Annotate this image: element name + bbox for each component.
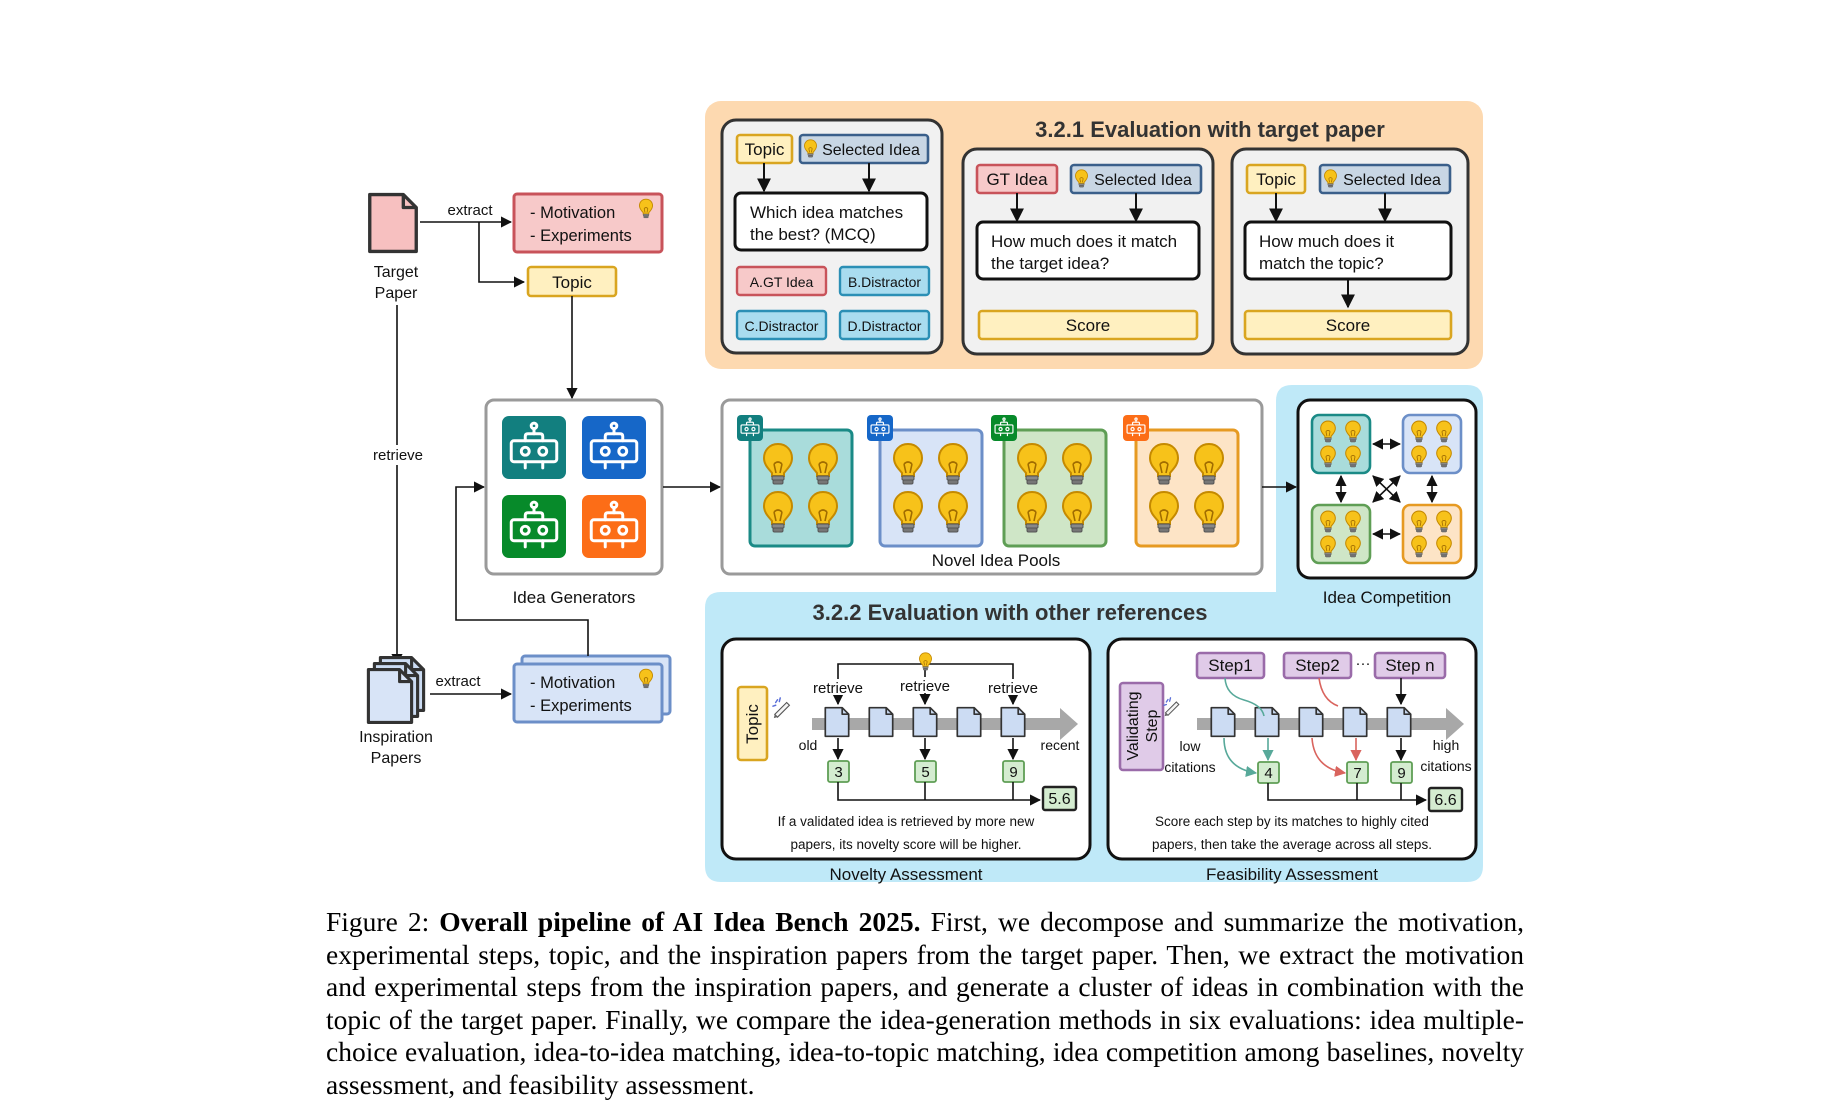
paper-icon: [368, 192, 418, 254]
paper-icon: [912, 706, 938, 738]
novelty-retrieve-1: retrieve: [813, 680, 863, 697]
idea-generators: Idea Generators: [484, 398, 664, 607]
idea-match-question-1: How much does it match: [991, 232, 1177, 251]
idea-match-selected-tag: Selected Idea: [1094, 172, 1192, 189]
feasibility-result: 6.6: [1434, 792, 1456, 809]
novelty-result: 5.6: [1048, 791, 1070, 808]
feasibility-label: Feasibility Assessment: [1206, 865, 1378, 884]
eval-references-title: 3.2.2 Evaluation with other references: [813, 600, 1208, 625]
feasibility-note-1: Score each step by its matches to highly…: [1155, 814, 1429, 829]
novelty-recent-label: recent: [1041, 737, 1080, 753]
target-motivation-text: - Motivation: [530, 204, 615, 222]
paper-icon: [1000, 706, 1026, 738]
paper-icon: [1254, 706, 1280, 738]
novel-idea-pools: Novel Idea Pools: [720, 398, 1264, 576]
mcq-question-2: the best? (MCQ): [750, 225, 876, 244]
idea-match-score: Score: [1066, 316, 1110, 335]
figure-caption: Figure 2: Overall pipeline of AI Idea Be…: [326, 906, 1524, 1101]
mcq-option-c: C.Distractor: [745, 318, 819, 334]
novelty-note-1: If a validated idea is retrieved by more…: [778, 814, 1035, 829]
target-paper-label-1: Target: [374, 264, 419, 281]
mcq-question-1: Which idea matches: [750, 203, 903, 222]
feasibility-count-2: 7: [1353, 765, 1361, 782]
topic-match-panel: Topic Selected Idea How much does it mat…: [1230, 147, 1470, 356]
novelty-retrieve-3: retrieve: [988, 680, 1038, 697]
feasibility-count-1: 4: [1264, 765, 1272, 782]
step-1-tag: Step1: [1208, 656, 1252, 675]
target-motivation-box: - Motivation - Experiments: [512, 192, 664, 254]
novelty-count-2: 5: [921, 764, 929, 781]
novelty-panel: Topic retrieve retrieve retrieve old rec…: [720, 637, 1092, 861]
idea-match-panel: GT Idea Selected Idea How much does it m…: [961, 147, 1215, 356]
topic-match-question-1: How much does it: [1259, 232, 1394, 251]
low-citations-2: citations: [1164, 759, 1215, 775]
mcq-selected-tag: Selected Idea: [822, 142, 920, 159]
mcq-option-d: D.Distractor: [848, 318, 922, 334]
target-paper: Target Paper: [368, 192, 419, 302]
low-citations-1: low: [1179, 738, 1201, 754]
idea-generators-label: Idea Generators: [513, 588, 636, 607]
mcq-option-a: A.GT Idea: [750, 274, 814, 290]
idea-competition-label: Idea Competition: [1323, 588, 1452, 607]
paper-icon: [824, 706, 850, 738]
mcq-topic-tag: Topic: [745, 140, 785, 159]
validating-step-1: Validating: [1125, 691, 1142, 760]
caption-prefix: Figure 2:: [326, 906, 440, 937]
novel-idea-pools-label: Novel Idea Pools: [932, 551, 1061, 570]
inspiration-experiments-text: - Experiments: [530, 697, 632, 715]
gt-idea-tag: GT Idea: [986, 170, 1048, 189]
topic-text: Topic: [552, 273, 592, 292]
inspiration-papers: Inspiration Papers: [359, 656, 433, 767]
target-paper-label-2: Paper: [375, 285, 418, 302]
paper-icon: [1298, 706, 1324, 738]
novelty-topic-tag: Topic: [743, 704, 762, 744]
topic-match-question-2: match the topic?: [1259, 254, 1384, 273]
target-experiments-text: - Experiments: [530, 227, 632, 245]
step-2-tag: Step2: [1295, 656, 1339, 675]
novelty-count-3: 9: [1009, 764, 1017, 781]
paper-icon: [366, 668, 414, 724]
novelty-old-label: old: [799, 737, 818, 753]
novelty-label: Novelty Assessment: [829, 865, 982, 884]
paper-icon: [1386, 706, 1412, 738]
high-citations-1: high: [1433, 737, 1459, 753]
inspiration-label-1: Inspiration: [359, 729, 433, 746]
inspiration-motivation-box: - Motivation - Experiments: [512, 654, 672, 724]
paper-icon: [1210, 706, 1236, 738]
paper-icon: [1342, 706, 1368, 738]
topic-box: Topic: [526, 265, 618, 298]
feasibility-panel: Validating Step Step1 Step2 ··· Step n l…: [1106, 637, 1478, 861]
high-citations-2: citations: [1420, 758, 1471, 774]
mcq-option-b: B.Distractor: [848, 274, 921, 290]
feasibility-note-2: papers, then take the average across all…: [1152, 837, 1432, 852]
inspiration-motivation-text: - Motivation: [530, 674, 615, 692]
retrieve-label: retrieve: [373, 447, 423, 464]
paper-icon: [868, 706, 894, 738]
novelty-count-1: 3: [834, 764, 842, 781]
eval-target-title: 3.2.1 Evaluation with target paper: [1035, 117, 1385, 142]
topic-match-topic-tag: Topic: [1256, 170, 1296, 189]
inspiration-label-2: Papers: [371, 750, 422, 767]
feasibility-count-3: 9: [1397, 765, 1405, 782]
novelty-note-2: papers, its novelty score will be higher…: [790, 837, 1021, 852]
step-n-tag: Step n: [1385, 656, 1434, 675]
extract-label-top: extract: [447, 202, 493, 219]
step-dots: ···: [1356, 655, 1371, 672]
validating-step-2: Step: [1144, 709, 1161, 742]
topic-match-score: Score: [1326, 316, 1370, 335]
idea-competition: [1296, 398, 1478, 580]
caption-title: Overall pipeline of AI Idea Bench 2025.: [439, 906, 921, 937]
topic-match-selected-tag: Selected Idea: [1343, 172, 1441, 189]
mcq-panel: Topic Selected Idea Which idea matches t…: [720, 118, 944, 355]
extract-label-bottom: extract: [435, 673, 481, 690]
pipeline-diagram: 3.2.1 Evaluation with target paper Topic…: [359, 101, 1483, 884]
idea-match-question-2: the target idea?: [991, 254, 1109, 273]
paper-icon: [956, 706, 982, 738]
caption-text: First, we decompose and summarize the mo…: [326, 906, 1524, 1100]
novelty-retrieve-2: retrieve: [900, 678, 950, 695]
